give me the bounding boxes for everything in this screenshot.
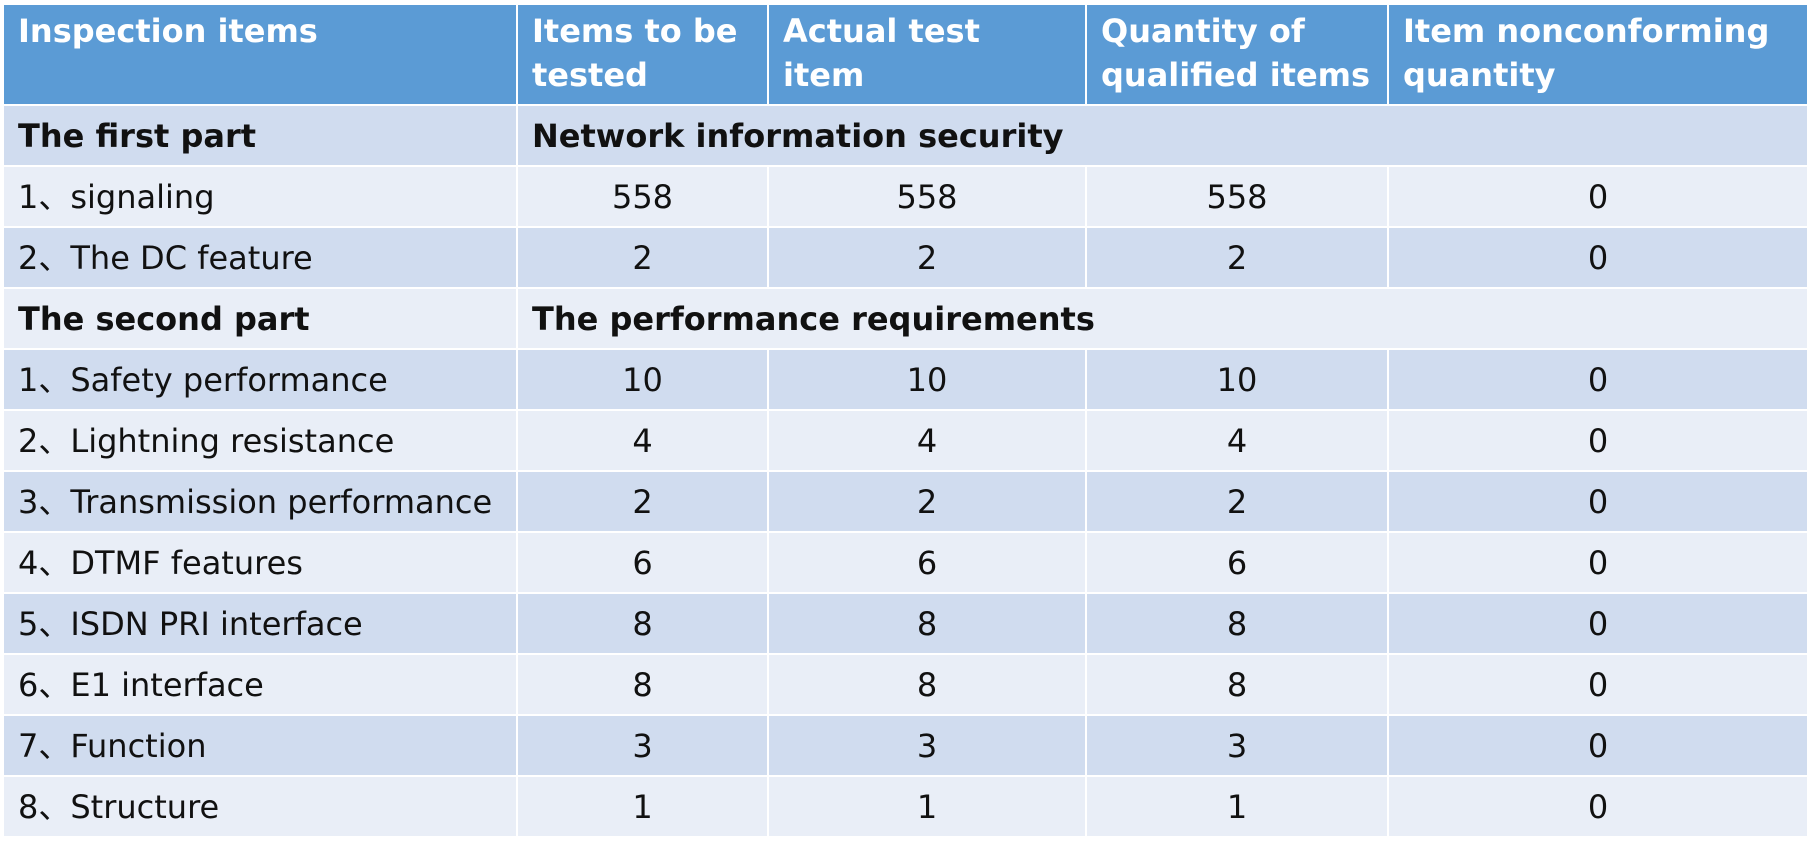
- actual-test-item-cell: 8: [767, 653, 1087, 716]
- table-row: 8、Structure 1 1 1 0: [2, 775, 1809, 838]
- table-row: 5、ISDN PRI interface 8 8 8 0: [2, 592, 1809, 655]
- actual-test-item-cell: 1: [767, 775, 1087, 838]
- actual-test-item-cell: 558: [767, 165, 1087, 228]
- row-label: 6、E1 interface: [2, 653, 518, 716]
- items-to-be-tested-cell: 2: [516, 226, 769, 289]
- table-row: 3、Transmission performance 2 2 2 0: [2, 470, 1809, 533]
- nonconforming-quantity-cell: 0: [1387, 409, 1809, 472]
- row-label: 3、Transmission performance: [2, 470, 518, 533]
- nonconforming-quantity-cell: 0: [1387, 165, 1809, 228]
- qualified-quantity-cell: 2: [1085, 226, 1389, 289]
- qualified-quantity-cell: 6: [1085, 531, 1389, 594]
- table-row: 6、E1 interface 8 8 8 0: [2, 653, 1809, 716]
- nonconforming-quantity-cell: 0: [1387, 775, 1809, 838]
- items-to-be-tested-cell: 4: [516, 409, 769, 472]
- qualified-quantity-cell: 4: [1085, 409, 1389, 472]
- row-label: 4、DTMF features: [2, 531, 518, 594]
- items-to-be-tested-cell: 8: [516, 653, 769, 716]
- inspection-table: Inspection items Items to be tested Actu…: [2, 3, 1809, 838]
- row-label: 2、The DC feature: [2, 226, 518, 289]
- items-to-be-tested-cell: 6: [516, 531, 769, 594]
- row-label: 7、Function: [2, 714, 518, 777]
- header-actual-test-item: Actual test item: [767, 3, 1087, 106]
- section-row: The second part The performance requirem…: [2, 287, 1809, 350]
- qualified-quantity-cell: 10: [1085, 348, 1389, 411]
- table-row: 2、The DC feature 2 2 2 0: [2, 226, 1809, 289]
- row-label: 2、Lightning resistance: [2, 409, 518, 472]
- table-row: 1、Safety performance 10 10 10 0: [2, 348, 1809, 411]
- section-title: Network information security: [516, 104, 1809, 167]
- nonconforming-quantity-cell: 0: [1387, 470, 1809, 533]
- nonconforming-quantity-cell: 0: [1387, 226, 1809, 289]
- items-to-be-tested-cell: 2: [516, 470, 769, 533]
- row-label: 5、ISDN PRI interface: [2, 592, 518, 655]
- section-label: The first part: [2, 104, 518, 167]
- header-nonconforming-quantity: Item nonconforming quantity: [1387, 3, 1809, 106]
- actual-test-item-cell: 3: [767, 714, 1087, 777]
- header-items-to-be-tested: Items to be tested: [516, 3, 769, 106]
- items-to-be-tested-cell: 3: [516, 714, 769, 777]
- row-label: 8、Structure: [2, 775, 518, 838]
- inspection-table-container: Inspection items Items to be tested Actu…: [2, 3, 1809, 838]
- section-title: The performance requirements: [516, 287, 1809, 350]
- qualified-quantity-cell: 8: [1085, 653, 1389, 716]
- items-to-be-tested-cell: 10: [516, 348, 769, 411]
- actual-test-item-cell: 8: [767, 592, 1087, 655]
- actual-test-item-cell: 2: [767, 470, 1087, 533]
- header-row: Inspection items Items to be tested Actu…: [2, 3, 1809, 106]
- nonconforming-quantity-cell: 0: [1387, 653, 1809, 716]
- nonconforming-quantity-cell: 0: [1387, 592, 1809, 655]
- header-inspection-items: Inspection items: [2, 3, 518, 106]
- table-row: 4、DTMF features 6 6 6 0: [2, 531, 1809, 594]
- header-qualified-quantity: Quantity of qualified items: [1085, 3, 1389, 106]
- nonconforming-quantity-cell: 0: [1387, 531, 1809, 594]
- qualified-quantity-cell: 1: [1085, 775, 1389, 838]
- row-label: 1、signaling: [2, 165, 518, 228]
- actual-test-item-cell: 6: [767, 531, 1087, 594]
- qualified-quantity-cell: 3: [1085, 714, 1389, 777]
- section-label: The second part: [2, 287, 518, 350]
- table-row: 7、Function 3 3 3 0: [2, 714, 1809, 777]
- actual-test-item-cell: 2: [767, 226, 1087, 289]
- section-row: The first part Network information secur…: [2, 104, 1809, 167]
- table-row: 1、signaling 558 558 558 0: [2, 165, 1809, 228]
- nonconforming-quantity-cell: 0: [1387, 348, 1809, 411]
- table-row: 2、Lightning resistance 4 4 4 0: [2, 409, 1809, 472]
- actual-test-item-cell: 4: [767, 409, 1087, 472]
- items-to-be-tested-cell: 1: [516, 775, 769, 838]
- actual-test-item-cell: 10: [767, 348, 1087, 411]
- row-label: 1、Safety performance: [2, 348, 518, 411]
- qualified-quantity-cell: 8: [1085, 592, 1389, 655]
- items-to-be-tested-cell: 558: [516, 165, 769, 228]
- qualified-quantity-cell: 2: [1085, 470, 1389, 533]
- qualified-quantity-cell: 558: [1085, 165, 1389, 228]
- nonconforming-quantity-cell: 0: [1387, 714, 1809, 777]
- items-to-be-tested-cell: 8: [516, 592, 769, 655]
